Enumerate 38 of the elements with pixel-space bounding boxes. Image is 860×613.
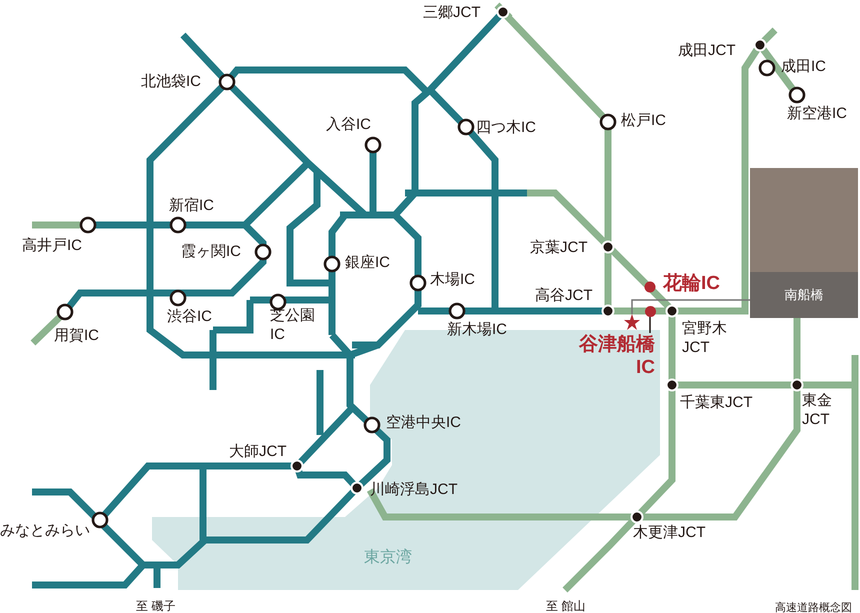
road-label: みなとみらい: [0, 521, 90, 540]
road-label: 銀座IC: [345, 253, 390, 272]
station-name: 南船橋: [784, 286, 824, 304]
road-label: 木場IC: [430, 270, 475, 289]
road-label: 新木場IC: [447, 320, 507, 339]
road-label: 川崎浮島JCT: [370, 480, 458, 499]
road-label: 大師JCT: [229, 442, 286, 461]
road-label: 松戸IC: [621, 111, 666, 130]
road-label: 三郷JCT: [423, 3, 480, 22]
location-star: [624, 314, 640, 330]
road-label: 成田IC: [781, 57, 826, 76]
road-label: 新空港IC: [787, 104, 847, 123]
road-label: 京葉JCT: [530, 238, 588, 257]
road-label: 宮野木JCT: [682, 319, 728, 357]
property-box: [750, 168, 858, 318]
road-label: 用賀IC: [54, 326, 99, 345]
interchange-dot: [644, 306, 656, 316]
road-label: 入谷IC: [326, 115, 371, 134]
road-label: 渋谷IC: [167, 307, 212, 326]
interchange-label: 谷津船橋IC: [575, 333, 655, 381]
leader-line: [631, 299, 750, 314]
interchange-label: 花輪IC: [663, 274, 720, 293]
road-label: 木更津JCT: [633, 523, 706, 542]
leader-line: [649, 316, 651, 333]
road-label: 新宿IC: [169, 196, 214, 215]
road-label: 北池袋IC: [141, 72, 201, 91]
road-label: 東金JCT: [802, 391, 833, 429]
road-label: 高井戸IC: [22, 236, 82, 255]
bay-label: 東京湾: [364, 548, 412, 567]
road-label: 千葉東JCT: [680, 393, 752, 412]
road-label: 空港中央IC: [386, 413, 461, 432]
direction-label: 至 館山: [546, 598, 586, 613]
road-label: 成田JCT: [678, 41, 736, 60]
road-label: 霞ヶ関IC: [181, 242, 241, 261]
map-caption: 高速道路概念図: [775, 600, 852, 613]
direction-label: 至 磯子: [136, 598, 176, 613]
road-label: 四つ木IC: [476, 118, 536, 137]
road-label: 高谷JCT: [535, 286, 592, 305]
